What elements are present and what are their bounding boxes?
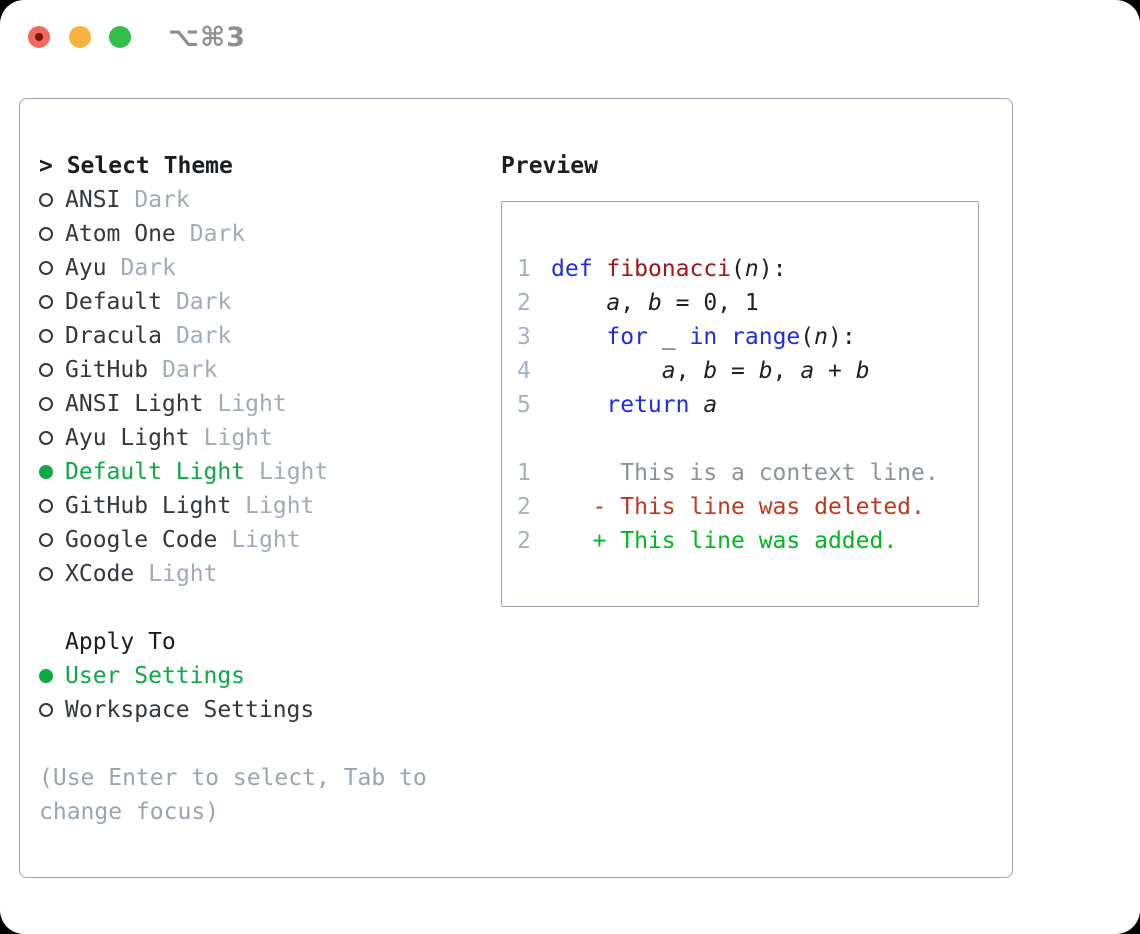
zoom-icon[interactable] (109, 26, 131, 48)
line-content: return a (606, 392, 718, 418)
hint-line-1: (Use Enter to select, Tab to (39, 765, 427, 791)
theme-name: GitHub Light (65, 493, 232, 519)
radio-icon (39, 329, 53, 343)
radio-icon (39, 261, 53, 275)
code-line (517, 422, 978, 456)
minimize-icon[interactable] (69, 26, 91, 48)
line-number: 2 (517, 494, 531, 520)
spacer (39, 591, 427, 625)
theme-name: ANSI (65, 187, 121, 213)
theme-name: Dracula (65, 323, 162, 349)
line-number: 2 (517, 290, 531, 316)
theme-variant-badge: Light (148, 561, 218, 587)
preview-header: Preview (501, 153, 598, 179)
theme-variant-badge: Light (231, 527, 301, 553)
code-line: 2 + This line was added. (517, 524, 978, 558)
theme-option-ansi-dark[interactable]: ANSI Dark (39, 183, 427, 217)
theme-variant-badge: Dark (120, 255, 176, 281)
theme-variant-badge: Light (245, 493, 315, 519)
line-number: 1 (517, 460, 531, 486)
title-bar: ⌥⌘3 (0, 0, 1140, 76)
radio-icon (39, 363, 53, 377)
radio-icon (39, 431, 53, 445)
line-content: def fibonacci(n): (551, 256, 787, 282)
line-number: 1 (517, 256, 531, 282)
theme-name: GitHub (65, 357, 149, 383)
code-line: 4 a, b = b, a + b (517, 354, 978, 388)
radio-icon (39, 193, 53, 207)
apply-to-header: Apply To (65, 629, 176, 655)
theme-variant-badge: Dark (134, 187, 190, 213)
theme-option-github-dark[interactable]: GitHub Dark (39, 353, 427, 387)
apply-option-workspace-settings[interactable]: Workspace Settings (39, 693, 427, 727)
line-number: 4 (517, 358, 531, 384)
theme-name: Ayu (65, 255, 107, 281)
radio-icon (39, 465, 53, 479)
spacer (39, 727, 427, 761)
code-line: 1 This is a context line. (517, 456, 978, 490)
line-content: for _ in range(n): (606, 324, 856, 350)
theme-variant-badge: Light (217, 391, 287, 417)
theme-option-dracula-dark[interactable]: Dracula Dark (39, 319, 427, 353)
radio-icon (39, 397, 53, 411)
apply-option-user-settings[interactable]: User Settings (39, 659, 427, 693)
theme-variant-badge: Dark (175, 323, 232, 349)
theme-name: Atom One (65, 221, 176, 247)
radio-icon (39, 227, 53, 241)
line-number: 3 (517, 324, 531, 350)
radio-icon (39, 499, 53, 513)
theme-option-xcode-light[interactable]: XCode Light (39, 557, 427, 591)
theme-name: XCode (65, 561, 135, 587)
theme-option-ayu-dark[interactable]: Ayu Dark (39, 251, 427, 285)
radio-icon (39, 567, 53, 581)
theme-option-default-light-light[interactable]: Default Light Light (39, 455, 427, 489)
theme-option-ayu-light-light[interactable]: Ayu Light Light (39, 421, 427, 455)
theme-option-atom-one-dark[interactable]: Atom One Dark (39, 217, 427, 251)
line-content: a, b = 0, 1 (606, 290, 759, 316)
theme-variant-badge: Dark (162, 357, 218, 383)
close-icon[interactable] (28, 26, 50, 48)
theme-option-ansi-light-light[interactable]: ANSI Light Light (39, 387, 427, 421)
theme-option-google-code-light[interactable]: Google Code Light (39, 523, 427, 557)
hint-line-2: change focus) (39, 799, 220, 825)
line-number: 2 (517, 528, 531, 554)
radio-icon (39, 669, 53, 683)
radio-icon (39, 703, 53, 717)
line-content: - This line was deleted. (551, 494, 925, 520)
theme-variant-badge: Dark (189, 221, 246, 247)
line-content: a, b = b, a + b (661, 358, 870, 384)
line-number (517, 422, 551, 456)
window-title: ⌥⌘3 (168, 22, 246, 53)
line-number: 5 (517, 392, 531, 418)
theme-option-github-light-light[interactable]: GitHub Light Light (39, 489, 427, 523)
code-line: 3 for _ in range(n): (517, 320, 978, 354)
theme-name: Ayu Light (65, 425, 190, 451)
line-content: This is a context line. (551, 460, 939, 486)
apply-option-label: Workspace Settings (65, 697, 315, 723)
code-line: 5 return a (517, 388, 978, 422)
select-theme-header: > Select Theme (39, 153, 233, 179)
theme-name: ANSI Light (65, 391, 204, 417)
code-line: 2 a, b = 0, 1 (517, 286, 978, 320)
code-line: 1 def fibonacci(n): (517, 252, 978, 286)
line-content: + This line was added. (551, 528, 898, 554)
theme-option-default-dark[interactable]: Default Dark (39, 285, 427, 319)
theme-name: Default Light (65, 459, 246, 485)
theme-variant-badge: Light (203, 425, 273, 451)
radio-icon (39, 533, 53, 547)
radio-icon (39, 295, 53, 309)
theme-variant-badge: Dark (175, 289, 232, 315)
apply-option-label: User Settings (65, 663, 246, 689)
code-line: 2 - This line was deleted. (517, 490, 978, 524)
theme-variant-badge: Light (259, 459, 329, 485)
theme-name: Google Code (65, 527, 218, 553)
theme-name: Default (65, 289, 162, 315)
